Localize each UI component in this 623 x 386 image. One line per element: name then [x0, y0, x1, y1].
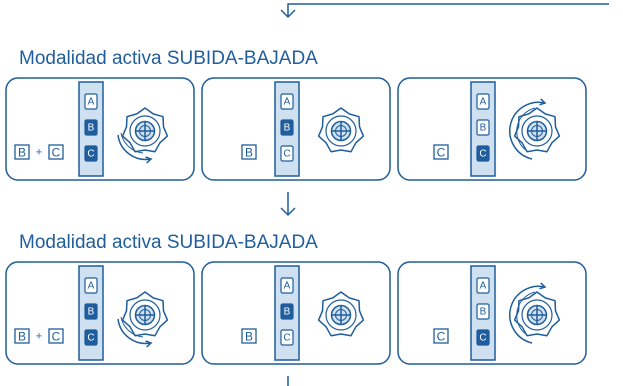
column-key-a: [280, 277, 294, 294]
knob-ring: [325, 299, 357, 331]
combo-key-label: C: [52, 330, 61, 344]
mode-panel-2-1: B + C A B C: [5, 261, 195, 365]
combo-key-label: B: [245, 146, 253, 160]
column-key-b: [280, 119, 294, 136]
column-key-c: [476, 145, 490, 162]
knob-ring: [521, 299, 553, 331]
column-key-label: A: [88, 96, 95, 107]
column-key-c: [280, 329, 294, 346]
combo-key: [241, 144, 257, 160]
column-key-label: B: [88, 306, 95, 317]
combo-key-label: B: [18, 146, 26, 160]
column-key-a: [476, 277, 490, 294]
column-key-a: [476, 93, 490, 110]
column-key-label: B: [480, 122, 487, 133]
rotation-arrow-inner: [516, 291, 536, 336]
column-key-label: C: [87, 332, 94, 343]
column-key-c: [84, 145, 98, 162]
column-key-label: C: [283, 148, 290, 159]
combo-plus-sign: +: [36, 331, 42, 343]
knob-cross: [528, 122, 546, 140]
section-title-2: Modalidad activa SUBIDA-BAJADA: [19, 232, 318, 253]
combo-key-label: C: [437, 330, 446, 344]
column-key-label: B: [284, 306, 291, 317]
column-key-a: [84, 277, 98, 294]
combo-key: [48, 328, 64, 344]
column-key-label: A: [284, 96, 291, 107]
mid-down-arrow: [280, 207, 296, 217]
column-key-label: A: [284, 280, 291, 291]
mode-panel-1-1: B + C A B C: [5, 77, 195, 181]
combo-key-label: B: [18, 330, 26, 344]
column-key-b: [476, 119, 490, 136]
mode-panel-2-2: B A B C: [201, 261, 391, 365]
combo-key-label: B: [245, 330, 253, 344]
rotation-arrow-counterclockwise: [509, 282, 547, 344]
feedback-connector-line: [287, 3, 609, 16]
column-key-a: [84, 93, 98, 110]
combo-key: [14, 144, 30, 160]
column-key-label: C: [479, 332, 486, 343]
column-key-label: C: [283, 332, 290, 343]
section-title-1: Modalidad activa SUBIDA-BAJADA: [19, 48, 318, 69]
knob-ring: [129, 115, 161, 147]
combo-key: [241, 328, 257, 344]
column-key-label: B: [284, 122, 291, 133]
column-key-label: C: [479, 148, 486, 159]
knob-cross: [332, 306, 350, 324]
knob-ring: [129, 299, 161, 331]
column-key-label: A: [88, 280, 95, 291]
rotation-arrow-clockwise: [117, 134, 153, 164]
column-key-label: B: [88, 122, 95, 133]
column-key-c: [476, 329, 490, 346]
rotation-arrow-inner: [120, 316, 144, 338]
top-down-arrow: [280, 9, 296, 19]
rotation-arrow-clockwise: [117, 318, 153, 348]
combo-key: [433, 144, 449, 160]
column-key-b: [84, 303, 98, 320]
rotation-arrow-inner: [120, 132, 144, 154]
column-key-b: [476, 303, 490, 320]
mode-panel-1-3: C A B C: [397, 77, 587, 181]
combo-key-label: C: [437, 146, 446, 160]
knob-cross: [332, 122, 350, 140]
column-key-label: A: [480, 96, 487, 107]
knob-cross: [136, 122, 154, 140]
rotation-arrow-counterclockwise: [509, 98, 547, 160]
knob-cross: [136, 306, 154, 324]
column-key-b: [280, 303, 294, 320]
knob-ring: [521, 115, 553, 147]
mode-panel-2-3: C A B C: [397, 261, 587, 365]
mode-panel-1-2: B A B C: [201, 77, 391, 181]
column-key-c: [280, 145, 294, 162]
combo-plus-sign: +: [36, 147, 42, 159]
column-key-a: [280, 93, 294, 110]
combo-key: [14, 328, 30, 344]
combo-key: [433, 328, 449, 344]
column-key-b: [84, 119, 98, 136]
column-key-label: B: [480, 306, 487, 317]
knob-ring: [325, 115, 357, 147]
knob-cross: [528, 306, 546, 324]
column-key-label: A: [480, 280, 487, 291]
column-key-c: [84, 329, 98, 346]
combo-key-label: C: [52, 146, 61, 160]
rotation-arrow-inner: [516, 107, 536, 152]
column-key-label: C: [87, 148, 94, 159]
combo-key: [48, 144, 64, 160]
